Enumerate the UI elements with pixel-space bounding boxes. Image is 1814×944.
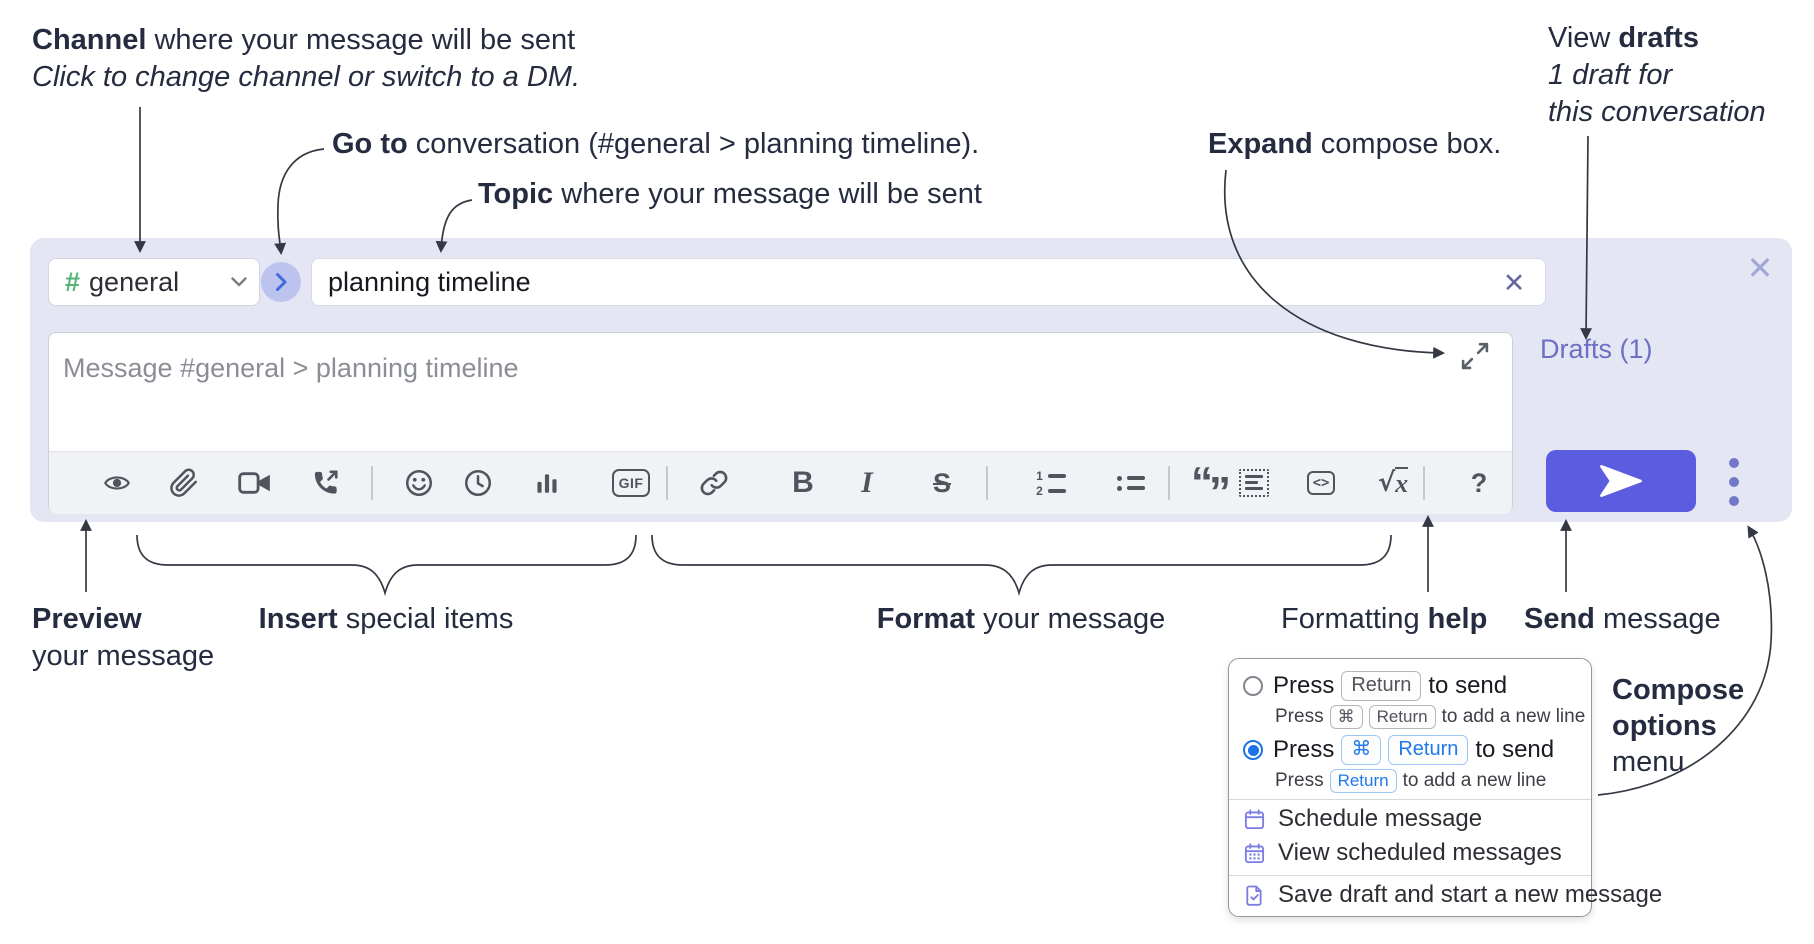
- topic-input[interactable]: [312, 259, 1545, 305]
- poll-button[interactable]: [527, 452, 567, 514]
- save-draft-item[interactable]: Save draft and start a new message: [1243, 881, 1662, 909]
- smiley-icon: [406, 470, 432, 496]
- kbd-return: Return: [1341, 671, 1422, 701]
- bulleted-list-icon: [1117, 475, 1145, 491]
- toolbar-divider: [1168, 466, 1170, 500]
- cmd-return-to-send-subtext: Press Return to add a new line: [1275, 769, 1547, 793]
- gif-icon: GIF: [611, 469, 651, 497]
- clear-topic-button[interactable]: ✕: [1502, 267, 1526, 299]
- bold-button[interactable]: B: [792, 466, 814, 499]
- annotation-view-drafts: View drafts 1 draft for this conversatio…: [1548, 22, 1766, 128]
- annotation-expand: Expand compose box.: [1208, 128, 1502, 160]
- clock-icon: [465, 470, 491, 496]
- compose-options-menu: Press Return to send Press ⌘ Return to a…: [1228, 658, 1662, 917]
- drafts-link[interactable]: Drafts (1): [1540, 334, 1653, 364]
- emoji-button[interactable]: [399, 452, 439, 514]
- quote-button[interactable]: “ ”: [1185, 452, 1237, 517]
- kbd-cmd: ⌘: [1329, 705, 1363, 729]
- radio-selected-icon[interactable]: [1243, 740, 1263, 760]
- return-to-send-option[interactable]: Press Return to send: [1243, 671, 1507, 701]
- channel-selector-button[interactable]: # general: [48, 258, 260, 306]
- schedule-message-item[interactable]: Schedule message: [1243, 805, 1482, 833]
- link-icon: [700, 470, 728, 496]
- draft-document-icon: [1246, 885, 1262, 906]
- annotation-format: Format your message: [876, 603, 1166, 635]
- view-scheduled-messages-item[interactable]: View scheduled messages: [1243, 839, 1562, 867]
- code-button[interactable]: <>: [1301, 452, 1341, 514]
- annotation-goto: Go to conversation (#general > planning …: [332, 128, 980, 160]
- return-to-send-subtext: Press ⌘ Return to add a new line: [1275, 705, 1586, 729]
- italic-button[interactable]: I: [861, 466, 873, 499]
- eye-icon: [104, 476, 130, 490]
- channel-name: general: [89, 266, 180, 297]
- annotation-topic: Topic where your message will be sent: [478, 178, 982, 210]
- message-textarea[interactable]: [49, 333, 1512, 450]
- bar-chart-icon: [537, 474, 557, 493]
- chevron-right-icon: [275, 273, 286, 291]
- sqrt-icon: √: [1377, 468, 1396, 498]
- video-camera-icon: [238, 472, 270, 494]
- strikethrough-button[interactable]: S: [932, 467, 951, 498]
- kbd-return: Return: [1329, 769, 1397, 793]
- chevron-down-icon: [231, 277, 247, 287]
- audio-call-button[interactable]: [305, 452, 345, 514]
- math-button[interactable]: √x: [1377, 467, 1409, 498]
- toolbar-divider: [986, 466, 988, 500]
- brace-insert: [136, 534, 637, 597]
- topic-field: ✕: [311, 258, 1546, 306]
- expand-compose-button[interactable]: [1460, 341, 1492, 373]
- send-arrow-icon: [1600, 465, 1642, 497]
- kbd-return: Return: [1388, 735, 1469, 765]
- arrow-goto: [274, 148, 325, 256]
- cmd-return-to-send-option[interactable]: Press ⌘ Return to send: [1243, 735, 1554, 765]
- attach-file-button[interactable]: [164, 452, 204, 514]
- annotation-send: Send message: [1524, 603, 1721, 635]
- bulleted-list-button[interactable]: [1107, 452, 1155, 514]
- close-compose-button[interactable]: ✕: [1746, 249, 1774, 287]
- expand-diagonal-icon: [1461, 342, 1489, 370]
- code-icon: <>: [1306, 471, 1336, 495]
- annotation-insert: Insert special items: [258, 603, 514, 635]
- compose-box: # general ✕: [30, 238, 1792, 522]
- gif-button[interactable]: GIF: [603, 452, 659, 514]
- link-button[interactable]: [694, 452, 734, 514]
- spoiler-button[interactable]: [1234, 452, 1274, 514]
- annotation-channel: Channel where your message will be sent …: [32, 24, 581, 93]
- spoiler-icon: [1239, 469, 1269, 497]
- annotation-preview: Preview your message: [32, 603, 215, 672]
- numbered-list-button[interactable]: 1 2: [1027, 452, 1075, 514]
- go-to-conversation-button[interactable]: [261, 262, 301, 302]
- video-call-button[interactable]: [235, 452, 275, 514]
- brace-format: [651, 534, 1392, 597]
- toolbar-divider: [371, 466, 373, 500]
- channel-hash-icon: #: [65, 266, 81, 297]
- annotation-compose-options: Compose options menu: [1612, 674, 1745, 778]
- calendar-icon: [1244, 808, 1265, 829]
- menu-divider: [1229, 875, 1591, 876]
- kbd-return: Return: [1368, 705, 1436, 729]
- kbd-cmd: ⌘: [1341, 735, 1382, 765]
- compose-toolbar: GIF B I S: [49, 451, 1512, 517]
- toolbar-divider: [1423, 466, 1425, 500]
- send-button[interactable]: [1546, 450, 1696, 512]
- ellipsis-dot: [1729, 496, 1739, 506]
- quote-icon: “ ”: [1191, 458, 1231, 517]
- phone-outgoing-icon: [314, 470, 338, 494]
- toolbar-divider: [666, 466, 668, 500]
- menu-divider: [1229, 799, 1591, 800]
- numbered-list-icon: 1 2: [1036, 470, 1066, 497]
- ellipsis-dot: [1729, 477, 1739, 487]
- calendar-grid-icon: [1244, 842, 1265, 863]
- preview-button[interactable]: [97, 452, 137, 514]
- compose-options-button[interactable]: [1722, 454, 1746, 510]
- paperclip-icon: [170, 468, 197, 497]
- ellipsis-dot: [1729, 458, 1739, 468]
- radio-unselected-icon[interactable]: [1243, 676, 1263, 696]
- global-time-button[interactable]: [458, 452, 498, 514]
- message-box: GIF B I S: [48, 332, 1513, 517]
- formatting-help-button[interactable]: ?: [1470, 467, 1488, 498]
- annotation-formatting-help: Formatting help: [1281, 603, 1488, 635]
